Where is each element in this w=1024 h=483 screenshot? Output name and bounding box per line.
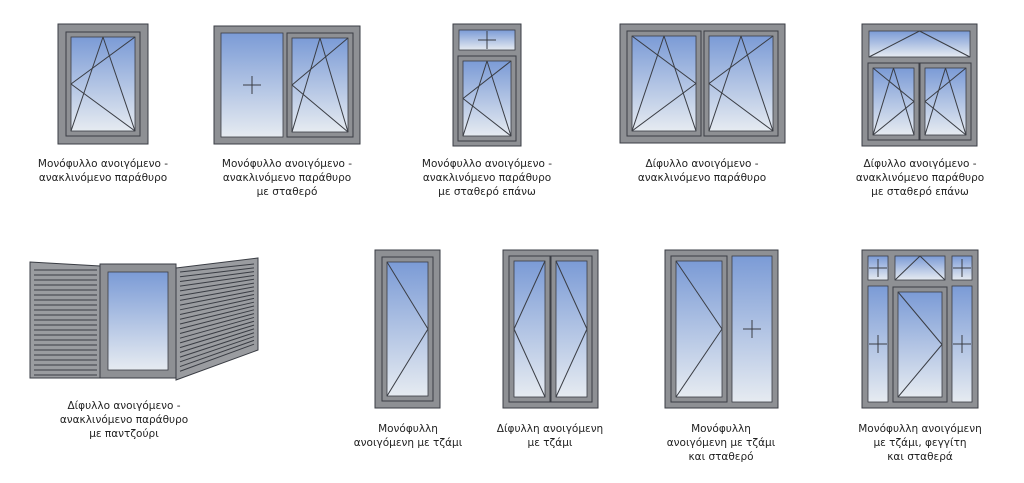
caption-line: Δίφυλλο ανοιγόμενο - [863, 158, 977, 170]
caption-line: ανοιγόμενη με τζάμι [353, 437, 463, 449]
caption-line: Μονόφυλλη [691, 423, 751, 435]
caption-line: Μονόφυλλο ανοιγόμενο - [37, 158, 169, 170]
glass-pane [868, 30, 971, 58]
caption-line: Μονόφυλλο ανοιγόμενο - [421, 158, 553, 170]
caption-line: Μονόφυλλη ανοιγόμενη [858, 423, 982, 435]
caption-w5: Δίφυλλο ανοιγόμενο - ανακλινόμενο παράθυρ… [830, 157, 1010, 199]
glass-pane [513, 260, 546, 398]
caption-line: με σταθερό επάνω [871, 186, 969, 198]
caption-line: με σταθερό [256, 186, 318, 198]
caption-d1: Μονόφυλλη ανοιγόμενη με τζάμι [318, 422, 498, 450]
caption-w2: Μονόφυλλο ανοιγόμενο - ανακλινόμενο παράθ… [197, 157, 377, 199]
caption-line: με τζάμι [527, 437, 573, 449]
caption-w1: Μονόφυλλο ανοιγόμενο - ανακλινόμενο παράθ… [13, 157, 193, 185]
caption-w3: Μονόφυλλο ανοιγόμενο - ανακλινόμενο παράθ… [397, 157, 577, 199]
caption-line: ανακλινόμενο παράθυρο [59, 414, 189, 426]
caption-line: και σταθερό [688, 451, 754, 463]
door-single-with-fixed [664, 249, 779, 409]
caption-line: με παντζούρι [89, 428, 159, 440]
caption-line: ανακλινόμενο παράθυρο [422, 172, 552, 184]
glass-pane [70, 36, 136, 132]
caption-line: ανοιγόμενη με τζάμι [666, 437, 776, 449]
glass-pane [291, 37, 349, 133]
glass-pane [897, 291, 943, 398]
caption-d4: Μονόφυλλη ανοιγόμενη με τζάμι, φεγγίτη και… [830, 422, 1010, 464]
caption-line: και σταθερά [887, 451, 953, 463]
caption-d2: Δίφυλλη ανοιγόμενη με τζάμι [460, 422, 640, 450]
caption-d3: Μονόφυλλη ανοιγόμενη με τζάμι και σταθερό [631, 422, 811, 464]
glass-pane [894, 255, 946, 281]
caption-line: Μονόφυλλη [378, 423, 438, 435]
caption-line: ανακλινόμενο παράθυρο [222, 172, 352, 184]
caption-line: Δίφυλλο ανοιγόμενο - [67, 400, 181, 412]
door-double [502, 249, 599, 409]
caption-line: Δίφυλλη ανοιγόμενη [496, 423, 604, 435]
glass-pane [631, 35, 697, 132]
window-with-shutters [29, 257, 259, 381]
window-single-tilt-turn [57, 23, 149, 145]
glass-pane [386, 261, 429, 397]
caption-line: ανακλινόμενο παράθυρο [38, 172, 168, 184]
glass-pane [872, 67, 915, 136]
caption-line: Δίφυλλο ανοιγόμενο - [645, 158, 759, 170]
glass-pane [675, 260, 723, 398]
door-single [374, 249, 441, 409]
glass-pane [107, 271, 169, 371]
glass-pane [555, 260, 588, 398]
door-with-transom-and-sidelights [861, 249, 979, 409]
caption-line: με τζάμι, φεγγίτη [873, 437, 967, 449]
caption-line: με σταθερό επάνω [438, 186, 536, 198]
glass-pane [708, 35, 774, 132]
window-double-with-top-fixed [861, 23, 978, 147]
caption-line: Μονόφυλλο ανοιγόμενο - [221, 158, 353, 170]
window-single-with-fixed [213, 25, 361, 145]
caption-w6: Δίφυλλο ανοιγόμενο - ανακλινόμενο παράθυρ… [34, 399, 214, 441]
glass-pane [924, 67, 967, 136]
caption-line: ανακλινόμενο παράθυρο [637, 172, 767, 184]
window-double-tilt-turn [619, 23, 786, 144]
glass-pane [462, 60, 512, 137]
caption-w4: Δίφυλλο ανοιγόμενο - ανακλινόμενο παράθυρ… [612, 157, 792, 185]
window-single-with-top-fixed [452, 23, 522, 147]
caption-line: ανακλινόμενο παράθυρο [855, 172, 985, 184]
